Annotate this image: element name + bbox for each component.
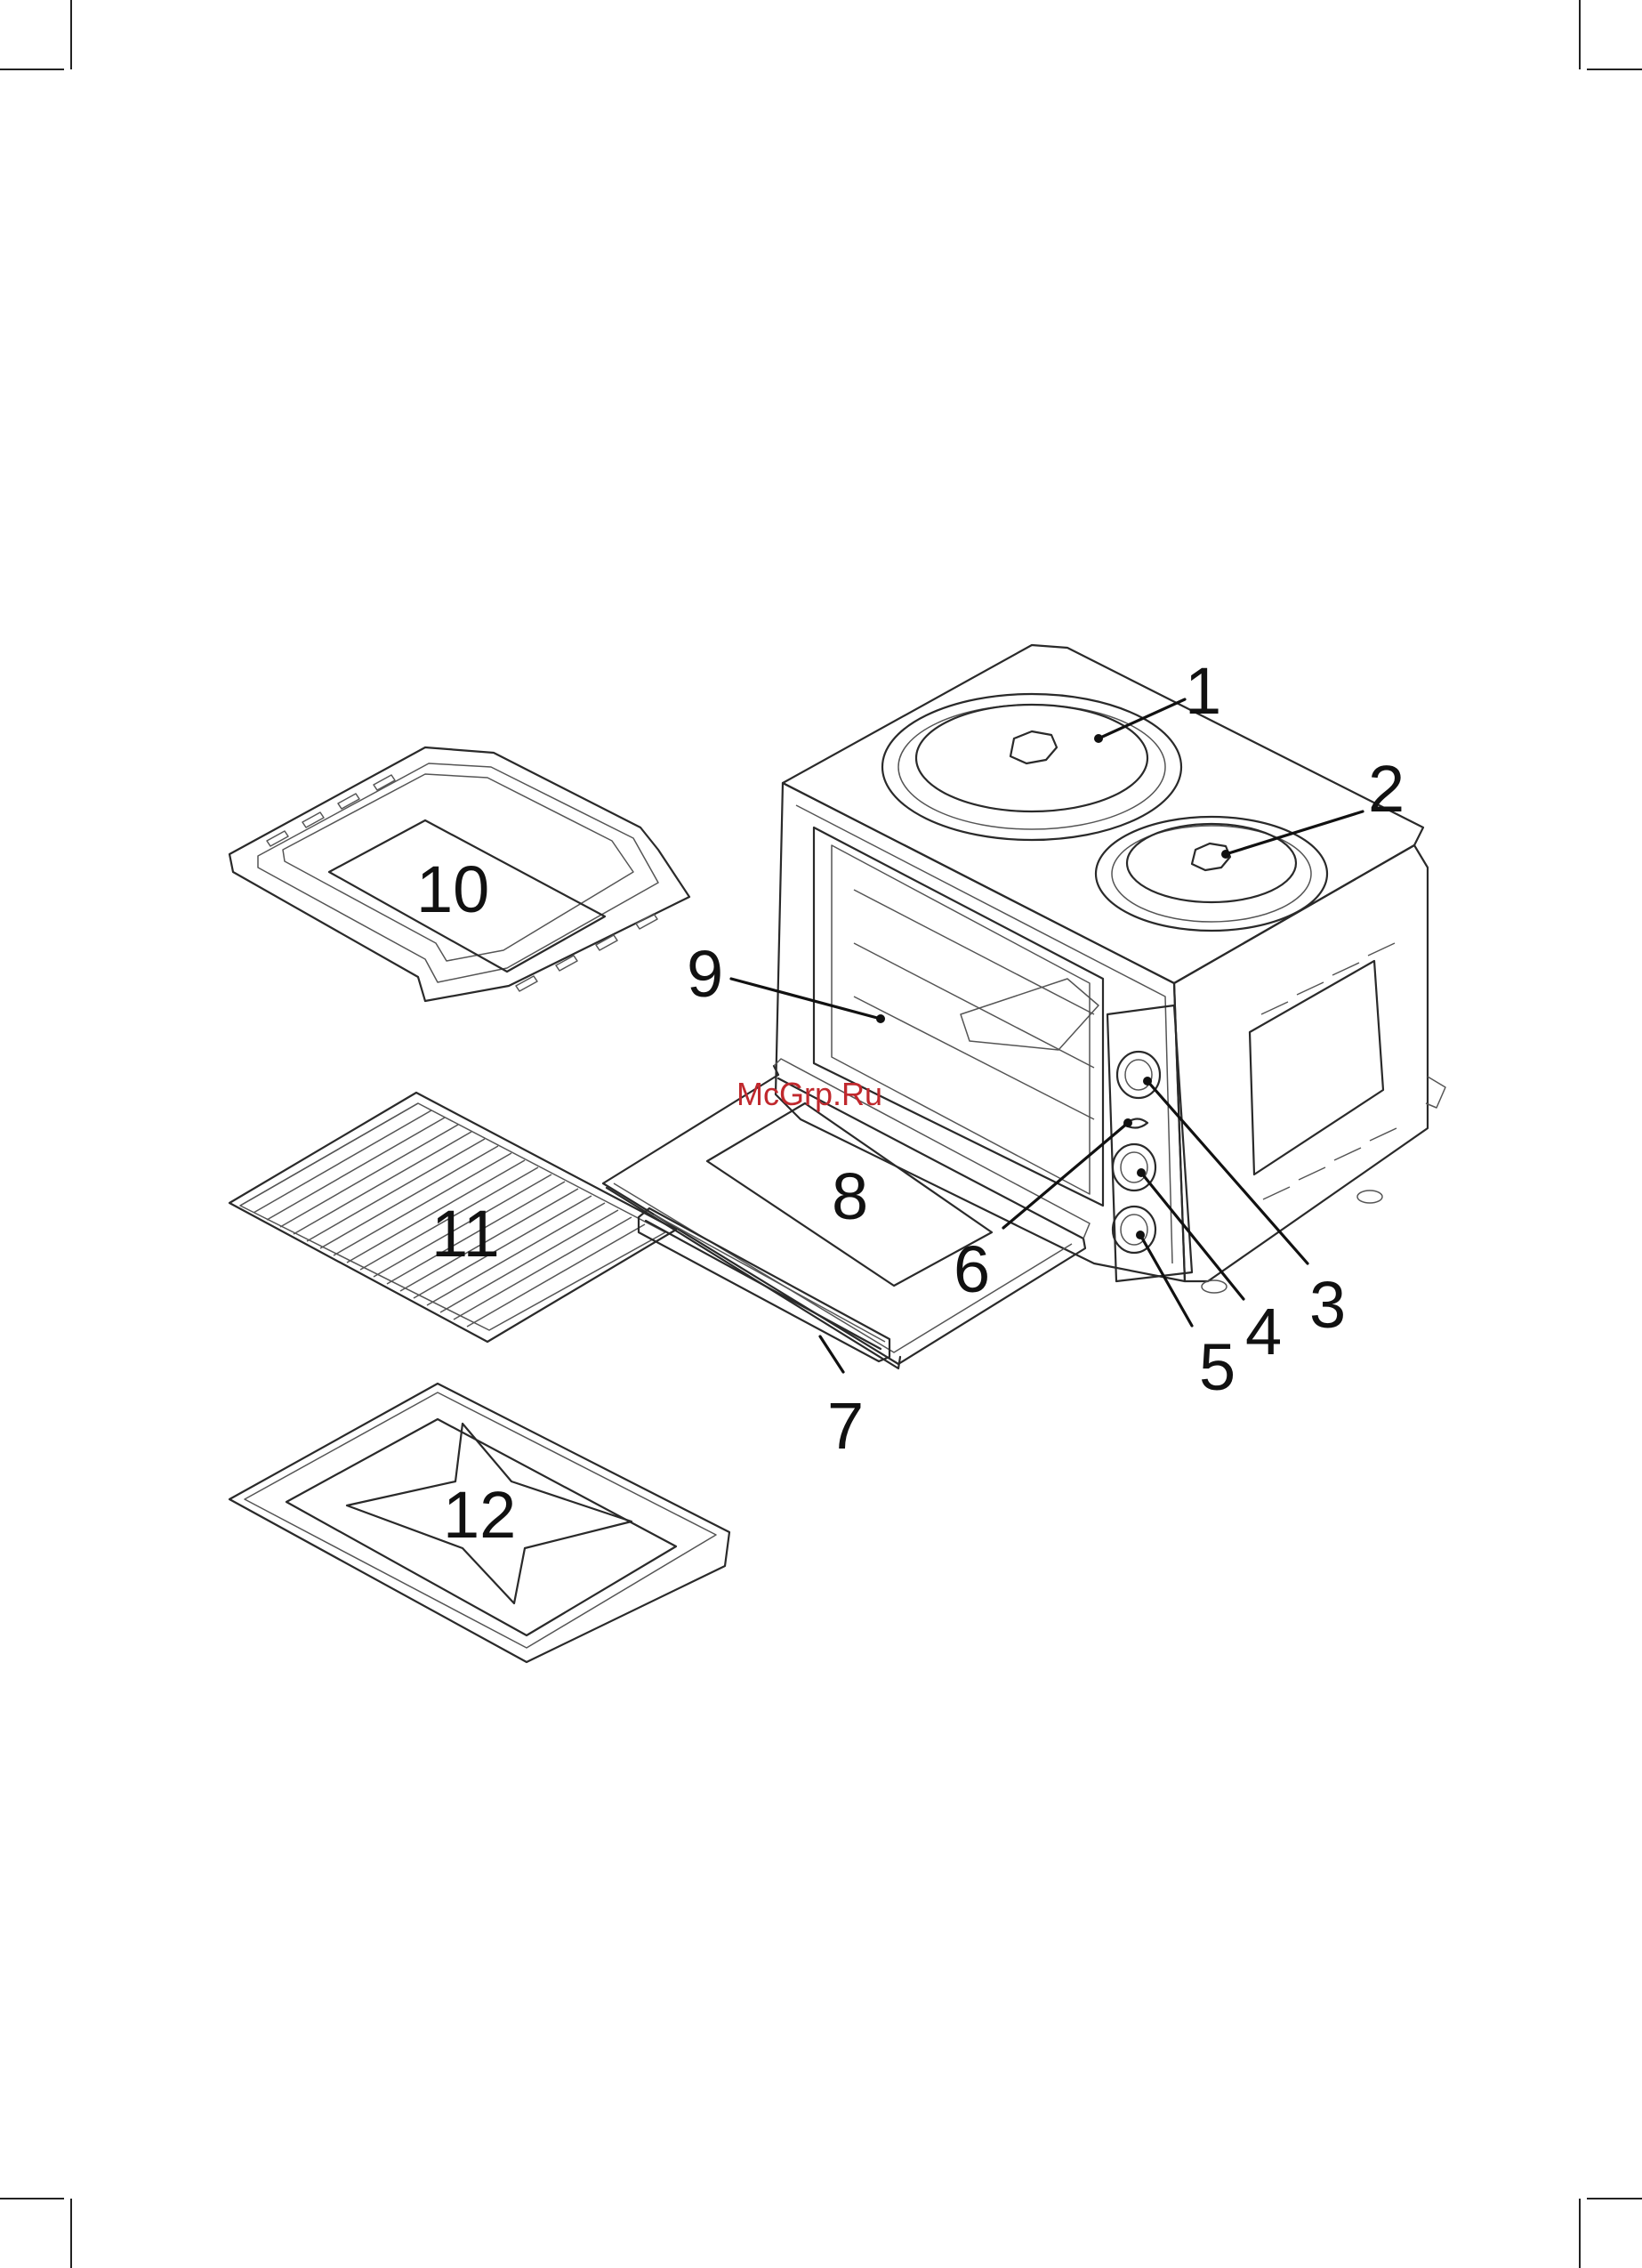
timer-knob	[1113, 1207, 1155, 1253]
watermark: McGrp.Ru	[736, 1076, 882, 1112]
large-hot-plate	[882, 694, 1181, 840]
callout-8: 8	[832, 1159, 868, 1233]
callout-7: 7	[827, 1389, 864, 1463]
callout-12: 12	[443, 1478, 516, 1552]
callout-5: 5	[1199, 1330, 1236, 1404]
callout-11: 11	[431, 1197, 500, 1271]
callout-1: 1	[1185, 654, 1221, 728]
callout-3: 3	[1309, 1268, 1346, 1342]
callout-4: 4	[1245, 1295, 1282, 1368]
temperature-knob	[1117, 1052, 1160, 1098]
callout-10: 10	[416, 852, 489, 926]
callout-9: 9	[687, 937, 723, 1011]
callout-2: 2	[1368, 752, 1405, 826]
callout-6: 6	[954, 1232, 990, 1306]
oven-body	[776, 645, 1445, 1293]
